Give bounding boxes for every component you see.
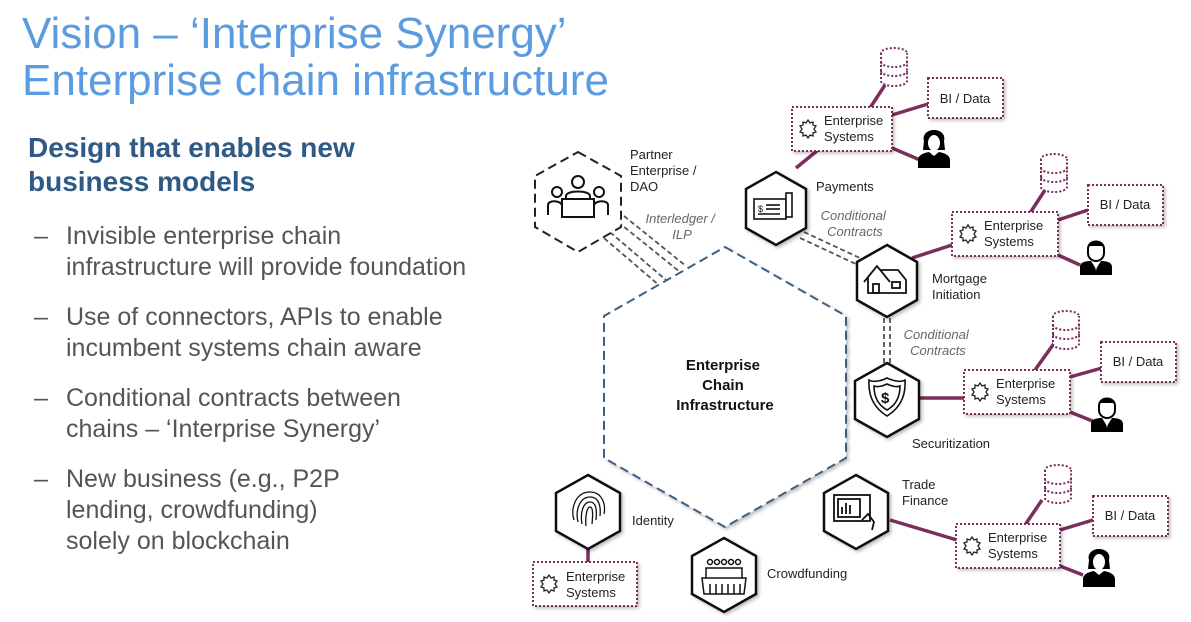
svg-text:BI / Data: BI / Data — [940, 91, 991, 106]
title-line-2: Enterprise chain infrastructure — [22, 56, 609, 105]
identity-node: Identity — [554, 473, 674, 551]
payments-label: Payments — [816, 179, 874, 194]
bullet-dash: – — [34, 465, 48, 493]
bullet-list: –Invisible enterprise chain infrastructu… — [34, 221, 534, 576]
shield-dollar-icon: $ — [868, 377, 906, 417]
bullet-text: Use of connectors, APIs to enable incumb… — [66, 303, 443, 362]
connector — [1069, 366, 1103, 379]
partner-node: Partner Enterprise / DAO — [534, 147, 700, 254]
crowdfunding-label: Crowdfunding — [767, 566, 847, 581]
person-woman-icon — [918, 130, 950, 168]
bullet-item: –Conditional contracts between chains – … — [34, 383, 534, 445]
securitization-label: Securitization — [912, 436, 990, 451]
mortgage-node: Mortgage Initiation — [855, 243, 991, 319]
conditional-contracts-label-1: Conditional Contracts — [821, 208, 890, 239]
connector — [1059, 518, 1094, 532]
center-hexagon — [603, 245, 847, 529]
trade-finance-node: Trade Finance — [822, 473, 948, 551]
bi-data-box: BI / Data — [1087, 184, 1164, 226]
identity-label: Identity — [632, 513, 674, 528]
connector — [1057, 253, 1081, 267]
database-icon — [1040, 153, 1068, 193]
connector — [1023, 499, 1044, 526]
mortgage-label: Mortgage Initiation — [932, 271, 991, 302]
bi-data-box: BI / Data — [1100, 341, 1177, 383]
svg-text:BI / Data: BI / Data — [1100, 197, 1151, 212]
connector — [1028, 189, 1047, 214]
crowd-icon — [701, 558, 747, 595]
partner-label: Partner Enterprise / DAO — [630, 147, 700, 194]
securitization-node: $ Securitization — [853, 361, 990, 451]
subheading: Design that enables new business models — [28, 132, 355, 197]
connector — [868, 84, 887, 109]
connector — [1069, 410, 1096, 424]
svg-text:$: $ — [758, 204, 763, 214]
connector — [911, 243, 953, 260]
person-man-icon — [1079, 240, 1113, 276]
connector — [889, 518, 958, 542]
bullet-text: New business (e.g., P2P lending, crowdfu… — [66, 465, 340, 555]
database-icon — [880, 47, 908, 87]
svg-text:BI / Data: BI / Data — [1113, 354, 1164, 369]
center-label: Enterprise Chain Infrastructure — [676, 357, 774, 414]
payments-node: $ Payments — [744, 170, 874, 247]
interledger-label: Interledger / ILP — [646, 211, 719, 242]
crowdfunding-node: Crowdfunding — [690, 536, 847, 614]
conditional-contracts-label-2: Conditional Contracts — [904, 327, 973, 358]
fingerprint-icon — [572, 491, 606, 527]
connector — [1059, 564, 1084, 577]
person-man-icon — [1090, 397, 1124, 433]
svg-text:$: $ — [881, 390, 890, 407]
house-icon — [863, 264, 907, 294]
title-line-1: Vision – ‘Interprise Synergy’ — [22, 9, 567, 58]
bi-data-box: BI / Data — [927, 77, 1004, 119]
bullet-dash: – — [34, 303, 48, 331]
connector — [891, 102, 929, 117]
bullet-item: –New business (e.g., P2P lending, crowdf… — [34, 464, 534, 557]
svg-text:BI / Data: BI / Data — [1105, 508, 1156, 523]
connector-lines — [586, 84, 1103, 577]
meeting-icon — [547, 175, 609, 218]
connector — [1033, 340, 1057, 372]
connector — [794, 148, 820, 170]
bullet-item: –Invisible enterprise chain infrastructu… — [34, 221, 534, 283]
bullet-text: Conditional contracts between chains – ‘… — [66, 384, 401, 443]
database-icon — [1044, 464, 1072, 504]
bullet-dash: – — [34, 384, 48, 412]
bi-data-box: BI / Data — [1092, 495, 1169, 537]
bullet-item: –Use of connectors, APIs to enable incum… — [34, 302, 534, 364]
bullet-text: Invisible enterprise chain infrastructur… — [66, 222, 467, 281]
trade-finance-label: Trade Finance — [902, 477, 948, 508]
bullet-dash: – — [34, 222, 48, 250]
connector — [891, 146, 921, 162]
database-icon — [1052, 310, 1080, 350]
check-pen-icon: $ — [753, 192, 793, 220]
connector — [1057, 208, 1089, 222]
tablet-chart-icon — [833, 494, 875, 531]
slide-title: Vision – ‘Interprise Synergy’ Enterprise… — [22, 10, 609, 104]
interledger-links — [597, 215, 891, 366]
person-woman-icon — [1083, 549, 1115, 587]
